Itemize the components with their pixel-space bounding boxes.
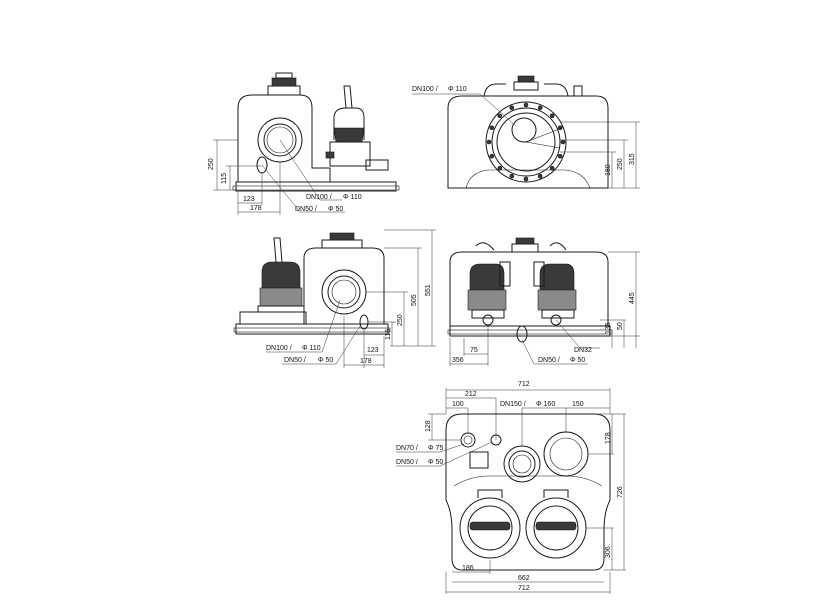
dim-306: 306 <box>605 546 612 558</box>
view-front-mirrored: 551 505 250 115 123 178 DN100 / Φ 110 DN… <box>233 229 436 368</box>
flange-bolt <box>549 113 555 119</box>
label-dn50-dia: Φ 50 <box>428 459 443 466</box>
dim-180: 180 <box>605 164 612 176</box>
dim-115: 115 <box>221 173 228 184</box>
flange-bolt <box>489 125 495 131</box>
flange-bolt <box>497 113 503 119</box>
label-dn50-dia: Φ 50 <box>570 357 585 364</box>
label-dn100-dia: Φ 110 <box>343 194 362 201</box>
dim-123: 123 <box>367 347 379 354</box>
flange-bolt <box>486 139 492 145</box>
flange-bolt <box>560 139 566 145</box>
label-dn100: DN100 / <box>412 86 438 93</box>
flange-bolt <box>523 176 529 182</box>
dim-115: 115 <box>385 329 392 340</box>
dim-505: 505 <box>411 294 418 306</box>
dim-128: 128 <box>425 420 432 432</box>
view-front-left: 250 115 123 178 DN100 / Φ 110 DN50 / Φ 5… <box>208 72 400 215</box>
label-dn50: DN50 / <box>295 206 317 213</box>
dim-250: 250 <box>208 158 215 170</box>
flange-bolt <box>497 165 503 171</box>
dim-75: 75 <box>470 347 478 354</box>
dim-712-bottom: 712 <box>518 585 530 592</box>
label-dn100-dia: Φ 110 <box>448 86 467 93</box>
view-top: 712 212 100 DN150 / Φ 160 150 128 178 72… <box>396 381 626 594</box>
flange-bolt <box>549 165 555 171</box>
label-dn100: DN100 / <box>266 345 292 352</box>
dim-712-top: 712 <box>518 381 530 388</box>
flange-bolt <box>523 102 529 108</box>
dim-100: 100 <box>452 401 464 408</box>
flange-bolt <box>509 105 515 111</box>
label-dn150-dia: Φ 160 <box>536 401 555 408</box>
flange-bolt <box>537 105 543 111</box>
label-dn50: DN50 / <box>396 459 418 466</box>
label-dn150: DN150 / <box>500 401 526 408</box>
label-dn70: DN70 / <box>396 445 418 452</box>
dim-178: 178 <box>360 358 372 365</box>
label-dn50-dia: Φ 50 <box>328 206 343 213</box>
dim-212: 212 <box>465 391 477 398</box>
dim-551: 551 <box>425 284 432 296</box>
dim-726: 726 <box>617 486 624 498</box>
dim-315: 315 <box>629 153 636 165</box>
dim-178: 178 <box>250 205 262 212</box>
flange-bolts <box>486 102 566 182</box>
dim-178: 178 <box>605 432 612 444</box>
label-dn100-dia: Φ 110 <box>302 345 321 352</box>
dim-662: 662 <box>518 575 530 582</box>
flange-bolt <box>557 153 563 159</box>
dim-150: 150 <box>572 401 584 408</box>
dim-250: 250 <box>397 314 404 326</box>
view-rear-two-pumps: 445 50 135 75 356 DN32 DN50 / Φ 50 <box>447 237 640 366</box>
view-side-right: DN100 / Φ 110 315 250 180 <box>412 75 640 189</box>
dim-356: 356 <box>452 357 464 364</box>
label-dn50-dia: Φ 50 <box>318 357 333 364</box>
flange-bolt <box>509 173 515 179</box>
label-dn100: DN100 / <box>306 194 332 201</box>
flange-bolt <box>489 153 495 159</box>
label-dn70-dia: Φ 75 <box>428 445 443 452</box>
dim-135: 135 <box>605 322 612 334</box>
label-dn50: DN50 / <box>284 357 306 364</box>
label-dn32: DN32 <box>574 347 592 354</box>
dim-250: 250 <box>617 158 624 170</box>
dim-123: 123 <box>243 196 255 203</box>
dim-186: 186 <box>462 565 474 572</box>
label-dn50: DN50 / <box>538 357 560 364</box>
dim-445: 445 <box>629 292 636 304</box>
flange-bolt <box>537 173 543 179</box>
dim-50: 50 <box>617 322 624 330</box>
